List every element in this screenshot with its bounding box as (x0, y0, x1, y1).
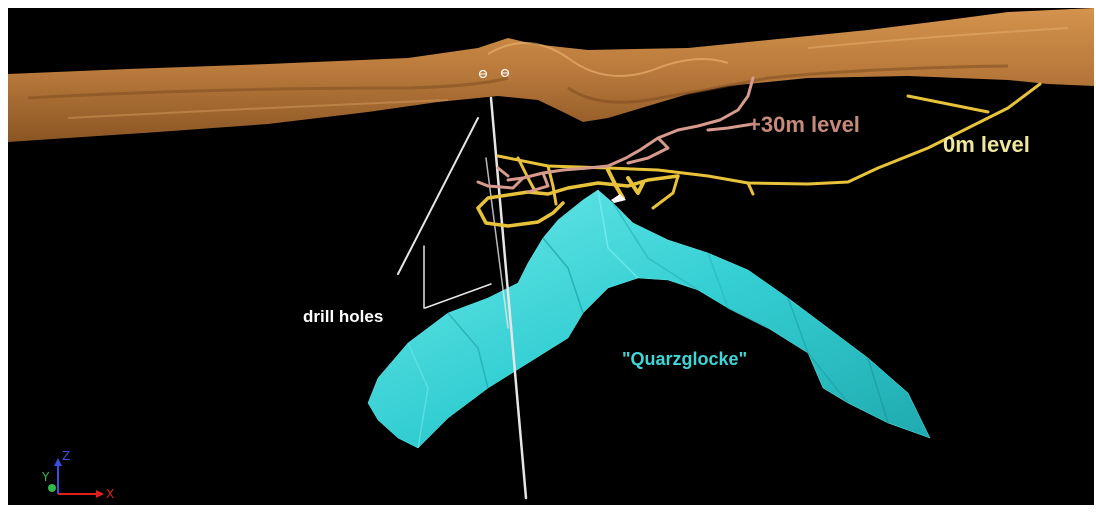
terrain-surface (8, 8, 1094, 142)
0m-level-label: 0m level (943, 134, 1030, 156)
x-axis-label: X (106, 487, 114, 501)
z-axis-arrow (54, 458, 62, 466)
plus30m-level-label: +30m level (748, 114, 860, 136)
scene-canvas (8, 8, 1094, 505)
ore-body-label: "Quarzglocke" (622, 350, 747, 368)
x-axis-arrow (96, 490, 104, 498)
y-axis-label: Y (41, 470, 50, 484)
y-axis-dot (48, 484, 56, 492)
axis-orientation-widget: X Y Z (36, 448, 116, 503)
3d-viewport[interactable]: +30m level 0m level drill holes "Quarzgl… (8, 8, 1094, 505)
drill-holes-label: drill holes (303, 308, 383, 325)
ore-body-quarzglocke (368, 190, 930, 448)
z-axis-label: Z (62, 449, 70, 463)
